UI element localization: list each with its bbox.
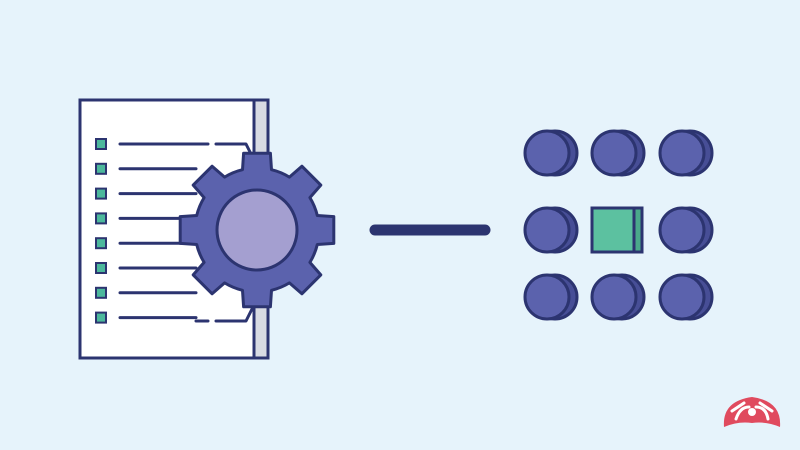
grid-dot (523, 206, 579, 254)
document-row (95, 138, 198, 150)
document-row (95, 286, 198, 299)
branch-line (194, 307, 254, 323)
dot-grid (523, 129, 714, 321)
document-row (95, 262, 198, 274)
checkbox-icon (95, 262, 107, 274)
checkbox-icon (95, 212, 107, 225)
gear-icon (178, 151, 336, 309)
checkbox-icon (95, 138, 107, 150)
document-rows (95, 138, 254, 324)
grid-dot (590, 273, 646, 321)
grid-dot (590, 129, 646, 177)
grid-dot (658, 129, 714, 177)
document-row (95, 187, 198, 200)
checkbox-icon (95, 311, 107, 324)
gear-hub (215, 188, 299, 272)
checkbox-icon (95, 187, 107, 200)
document-row (95, 162, 198, 175)
grid-dot (523, 129, 579, 177)
brand-logo-icon (723, 397, 781, 427)
selected-square (590, 206, 644, 254)
checkbox-icon (95, 237, 107, 250)
checkbox-icon (95, 162, 107, 175)
checkbox-icon (95, 286, 107, 299)
grid-dot (658, 206, 714, 254)
grid-dot (523, 273, 579, 321)
grid-dot (658, 273, 714, 321)
document-row (95, 311, 198, 324)
